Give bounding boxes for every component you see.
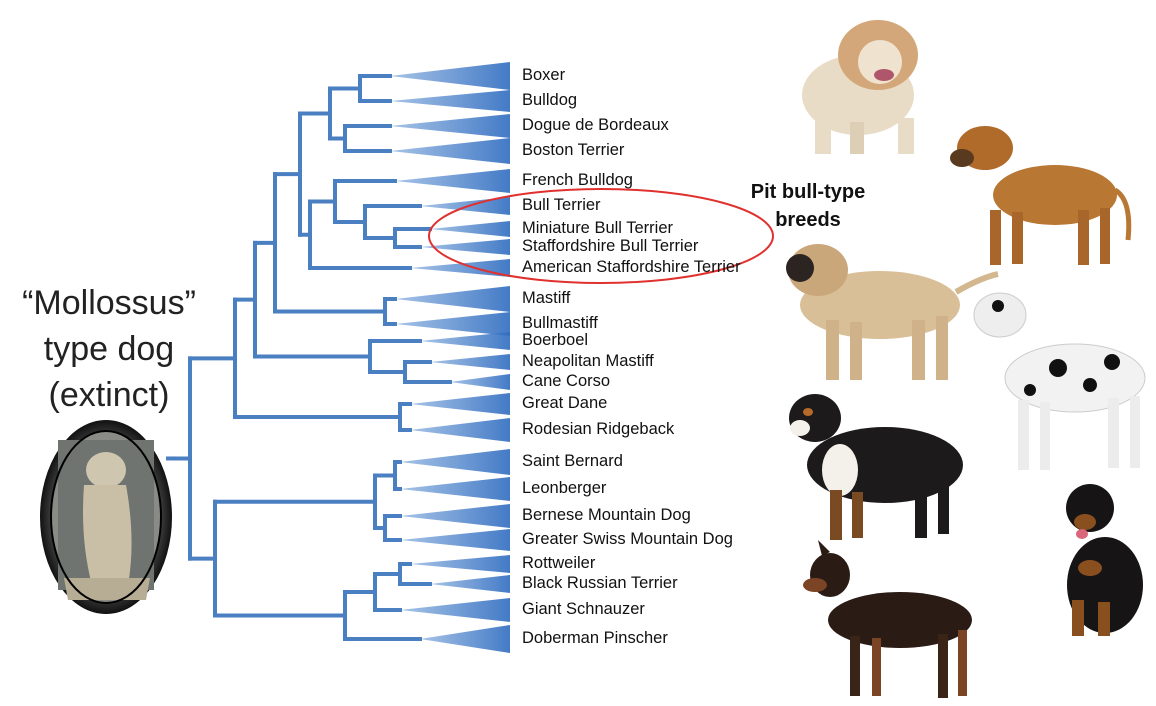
great-dane-photo-icon: [973, 292, 1146, 470]
clade-wedge-boston-terrier: [390, 138, 510, 164]
breed-label-rottweiler: Rottweiler: [522, 554, 596, 572]
breed-label-leonberger: Leonberger: [522, 479, 607, 497]
clade-wedge-staffordshire-bull-terrier: [420, 239, 510, 255]
ancestor-title-line: (extinct): [48, 376, 170, 414]
breed-label-neapolitan-mastiff: Neapolitan Mastiff: [522, 352, 654, 370]
breed-label-saint-bernard: Saint Bernard: [522, 452, 623, 470]
bulldog-photo-icon: [802, 20, 918, 154]
breed-label-giant-schnauzer: Giant Schnauzer: [522, 600, 645, 618]
clade-wedge-bernese-mountain-dog: [400, 504, 510, 528]
clade-wedge-black-russian-terrier: [430, 575, 510, 593]
clade-wedge-bullmastiff: [395, 312, 510, 336]
clade-wedge-boxer: [390, 62, 510, 90]
breed-label-great-dane: Great Dane: [522, 394, 608, 412]
clade-wedge-french-bulldog: [395, 169, 510, 193]
tree-branches: [166, 74, 452, 641]
ancestor-title-line: “Mollossus”: [22, 284, 196, 322]
breed-label-french-bulldog: French Bulldog: [522, 171, 633, 189]
rottweiler-photo-icon: [1066, 484, 1143, 636]
clade-wedge-american-staffordshire-terrier: [410, 259, 510, 277]
mastiff-photo-icon: [786, 244, 999, 380]
pit-bull-label-line: Pit bull-type: [750, 181, 866, 203]
pit-bull-group-label: Pit bull-type breeds: [744, 178, 872, 234]
breed-label-bull-terrier: Bull Terrier: [522, 196, 601, 214]
breed-label-dogue-de-bordeaux: Dogue de Bordeaux: [522, 116, 669, 134]
breed-label-american-staffordshire-terrier: American Staffordshire Terrier: [522, 258, 741, 276]
clade-wedge-neapolitan-mastiff: [430, 354, 510, 370]
breed-label-boston-terrier: Boston Terrier: [522, 141, 625, 159]
clade-wedge-cane-corso: [450, 374, 510, 390]
clade-wedge-great-dane: [410, 393, 510, 415]
breed-label-bullmastiff: Bullmastiff: [522, 314, 598, 332]
breed-label-boerboel: Boerboel: [522, 331, 589, 349]
clade-wedge-greater-swiss-mountain-dog: [400, 529, 510, 551]
clade-wedge-giant-schnauzer: [400, 598, 510, 622]
clade-wedge-bull-terrier: [420, 197, 510, 215]
clade-wedge-bulldog: [390, 90, 510, 112]
bernese-photo-icon: [789, 394, 963, 540]
clade-wedge-leonberger: [400, 477, 510, 501]
breed-label-rodesian-ridgeback: Rodesian Ridgeback: [522, 420, 675, 438]
mollossus-statue-icon: [40, 420, 172, 614]
clade-wedge-miniature-bull-terrier: [430, 221, 510, 237]
clade-wedge-rottweiler: [410, 555, 510, 573]
breed-label-bernese-mountain-dog: Bernese Mountain Dog: [522, 506, 691, 524]
breed-label-bulldog: Bulldog: [522, 91, 578, 109]
breed-label-mastiff: Mastiff: [522, 289, 571, 307]
clade-wedge-mastiff: [395, 286, 510, 312]
ancestor-title-line: type dog: [43, 330, 175, 368]
breed-label-doberman-pinscher: Doberman Pinscher: [522, 629, 668, 647]
breed-label-black-russian-terrier: Black Russian Terrier: [522, 574, 678, 592]
doberman-photo-icon: [803, 540, 972, 698]
breed-label-miniature-bull-terrier: Miniature Bull Terrier: [522, 219, 673, 237]
ancestor-title: “Mollossus” type dog (extinct): [0, 280, 218, 418]
breed-label-greater-swiss-mountain-dog: Greater Swiss Mountain Dog: [522, 530, 733, 548]
breed-label-staffordshire-bull-terrier: Staffordshire Bull Terrier: [522, 237, 699, 255]
staffordshire-photo-icon: [950, 126, 1132, 265]
clade-wedges: [390, 62, 510, 653]
clade-wedge-dogue-de-bordeaux: [390, 114, 510, 138]
breed-label-cane-corso: Cane Corso: [522, 372, 611, 390]
pit-bull-label-line: breeds: [775, 209, 841, 231]
breed-label-boxer: Boxer: [522, 66, 566, 84]
clade-wedge-rodesian-ridgeback: [410, 418, 510, 442]
pit-bull-highlight-ellipse: [428, 188, 774, 284]
clade-wedge-boerboel: [420, 332, 510, 350]
clade-wedge-saint-bernard: [400, 449, 510, 475]
clade-wedge-doberman-pinscher: [420, 625, 510, 653]
